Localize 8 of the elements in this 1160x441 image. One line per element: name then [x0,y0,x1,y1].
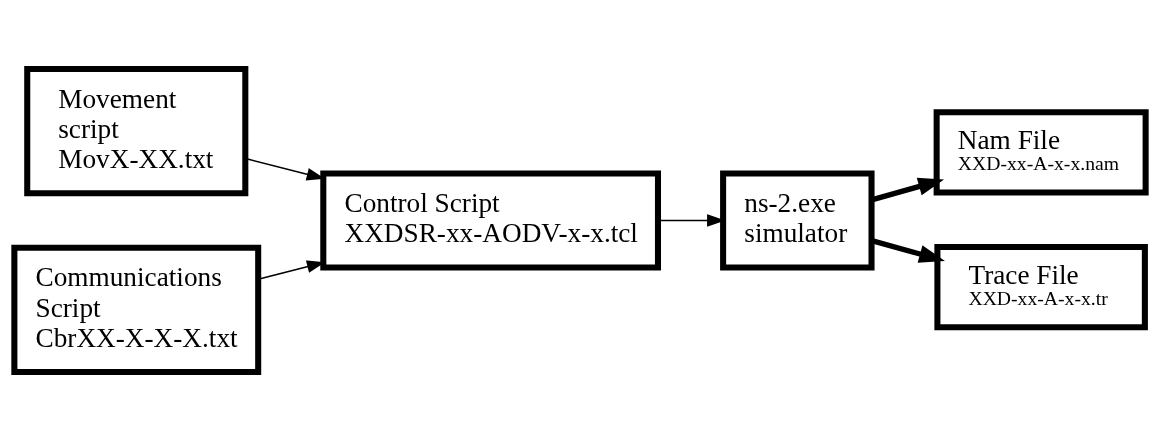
arrow [871,177,945,203]
node-box: Control Script XXDSR-xx-AODV-x-x.tcl [320,170,661,271]
arrow [871,238,945,263]
node-box: Nam File XXD-xx-A-x-x.nam [933,109,1149,196]
node-box: Communications Script CbrXX-X-X-X.txt [11,244,262,375]
node-box: Trace File XXD-xx-A-x-x.tr [934,243,1148,331]
node-box: Movement script MovX-XX.txt [24,66,249,197]
node-box: ns-2.exe simulator [720,170,875,271]
